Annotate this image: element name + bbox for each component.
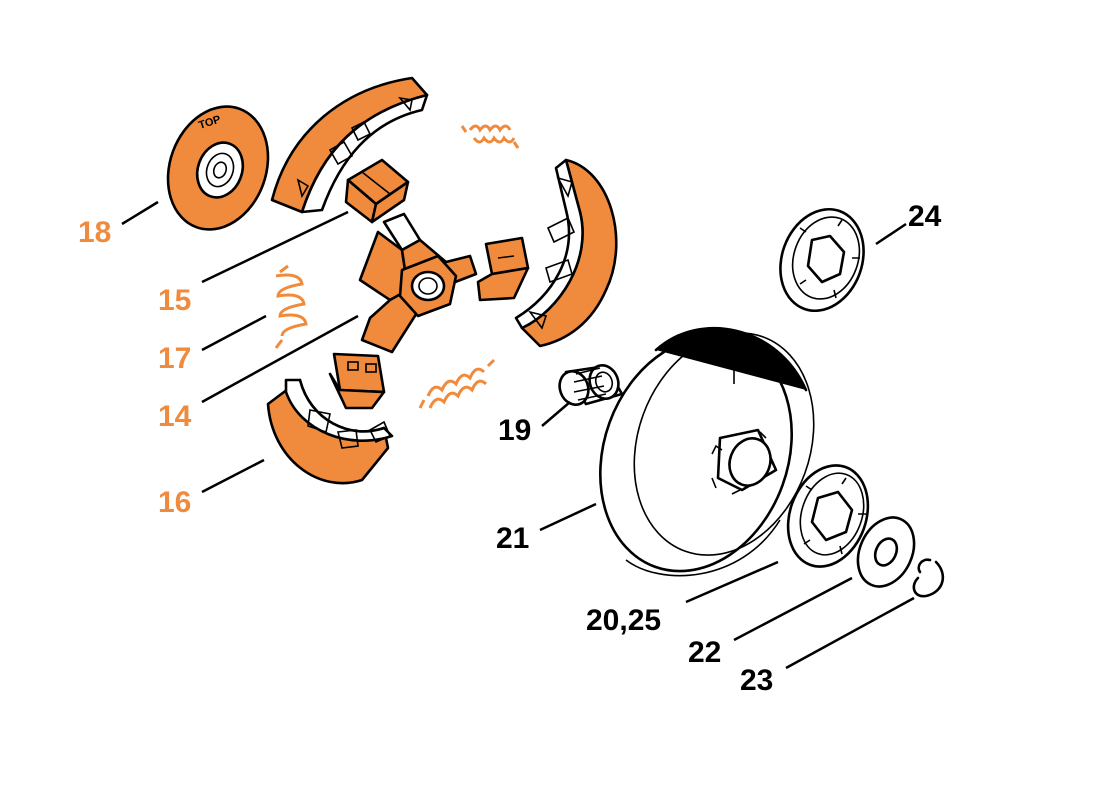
part-15-pad-lower [328,352,386,410]
leader-15 [201,210,349,284]
leader-14 [201,314,359,404]
part-16-upper-shoe [270,76,429,214]
leader-18 [121,200,159,226]
leader-lines [121,200,915,670]
leader-23 [785,596,915,670]
part-14-hub [358,212,478,354]
part-15-pad-upper [344,158,410,224]
part-16-lower-shoe [266,378,394,485]
leader-22 [733,576,853,642]
leader-24 [875,222,907,246]
callout-16: 16 [158,486,191,519]
part-21-drum [599,327,815,577]
leader-16 [201,458,265,494]
callout-23: 23 [740,664,773,697]
part-23-e-clip [912,558,945,598]
part-22-washer [856,516,916,588]
leader-17 [201,314,267,352]
part-17-spring-top [460,124,520,149]
callout-labels: 18 15 17 14 16 24 19 21 20,25 22 23 [78,200,942,697]
callout-21: 21 [496,522,529,555]
leader-21 [539,502,597,532]
callout-24: 24 [908,200,942,233]
part-15-pad-right [476,236,530,302]
callout-17: 17 [158,342,191,375]
callout-19: 19 [498,414,531,447]
callout-14: 14 [158,400,192,433]
leader-20-25 [685,560,779,604]
callout-20-25: 20,25 [586,604,661,637]
part-24-rim-sprocket [779,207,865,313]
part-17-spring-left [274,264,308,349]
callout-18: 18 [78,216,111,249]
part-17-spring-bottom [418,358,496,409]
callout-15: 15 [158,284,191,317]
part-19-needle-bearing [558,364,624,406]
callout-22: 22 [688,636,721,669]
part-18-disc: TOP [166,105,270,231]
part-20-25-rim-sprocket [786,464,870,568]
part-16-right-shoe [514,158,618,348]
leader-19 [541,401,571,427]
